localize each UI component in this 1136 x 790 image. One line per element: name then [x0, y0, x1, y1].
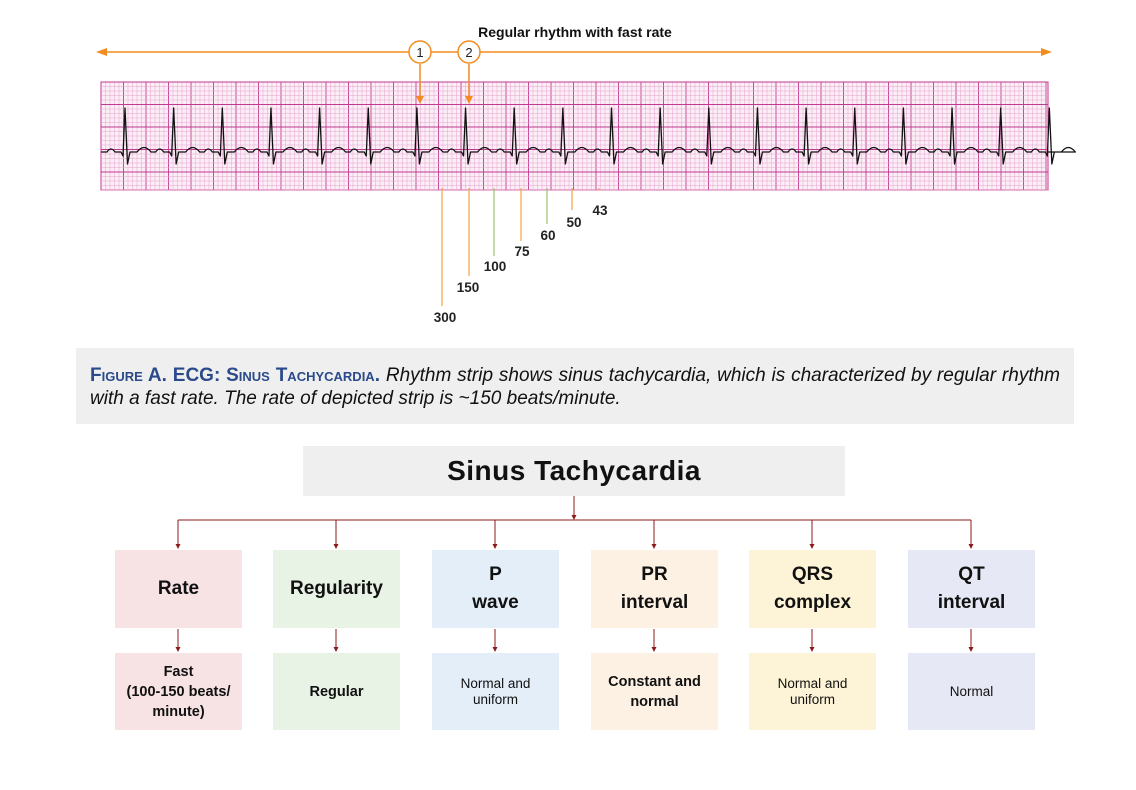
figure-caption: Figure A. ECG: Sinus Tachycardia. Rhythm… [76, 348, 1074, 424]
category-qrs-complex-line2: complex [773, 592, 852, 613]
marker-1: 1 [408, 40, 432, 104]
rate-label-150: 150 [457, 280, 480, 295]
category-qt-interval: QT interval [908, 550, 1035, 628]
marker-label-1: 1 [416, 45, 423, 60]
marker-label-2: 2 [465, 45, 472, 60]
category-p-wave: P wave [432, 550, 559, 628]
diagram-title: Sinus Tachycardia [303, 446, 845, 496]
category-rate: Rate [115, 550, 242, 628]
marker-2: 2 [457, 40, 481, 104]
category-qrs-complex-line1: QRS [791, 564, 834, 585]
category-pr-interval-line2: interval [620, 592, 689, 613]
value-rate: Fast (100-150 beats/ minute) [115, 653, 242, 730]
rate-label-60: 60 [540, 228, 555, 243]
ecg-strip-title: Regular rhythm with fast rate [478, 24, 672, 40]
category-regularity: Regularity [273, 550, 400, 628]
category-pr-interval-line1: PR [641, 564, 668, 585]
value-qrs-complex: Normal and uniform [749, 653, 876, 730]
rate-label-50: 50 [566, 215, 581, 230]
value-pr-interval: Constant and normal [591, 653, 718, 730]
category-qt-interval-line1: QT [958, 564, 985, 585]
value-regularity: Regular [273, 653, 400, 730]
category-p-wave-line2: wave [472, 592, 519, 613]
category-rate-label: Rate [157, 578, 200, 599]
category-qt-interval-line2: interval [937, 592, 1006, 613]
diagram-connectors [175, 496, 974, 652]
category-regularity-label: Regularity [290, 578, 383, 599]
caption-text: Rhythm strip shows sinus tachycardia, wh… [90, 365, 1060, 409]
value-p-wave: Normal and uniform [432, 653, 559, 730]
rate-label-100: 100 [484, 259, 507, 274]
value-qt-interval: Normal [908, 653, 1035, 730]
ecg-trace [101, 107, 1076, 165]
ecg-grid-paper [100, 81, 1049, 191]
rate-label-75: 75 [514, 244, 530, 259]
caption-label: Figure A. ECG: Sinus Tachycardia. [90, 365, 380, 386]
category-pr-interval: PR interval [591, 550, 718, 628]
rate-label-300: 300 [434, 310, 457, 325]
category-qrs-complex: QRS complex [749, 550, 876, 628]
rate-label-43: 43 [592, 203, 608, 218]
category-p-wave-line1: P [489, 564, 502, 585]
